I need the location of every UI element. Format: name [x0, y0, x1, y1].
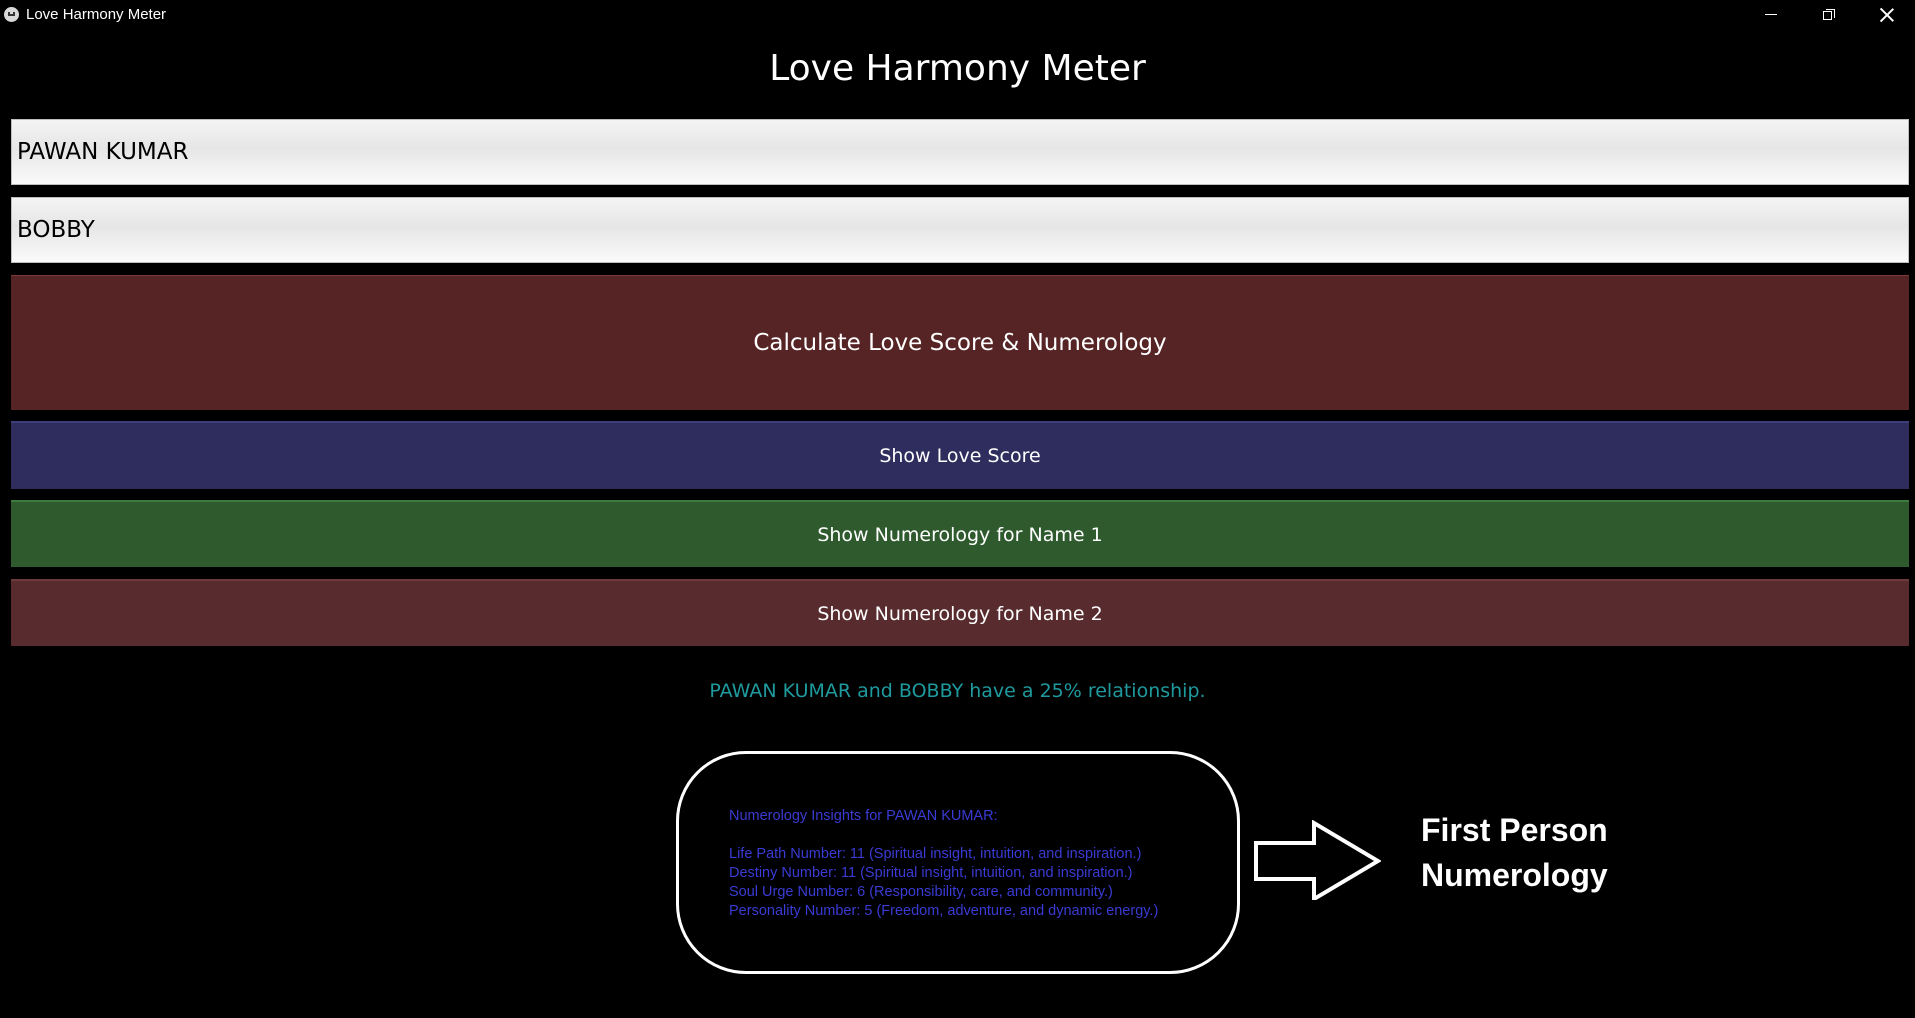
show-numerology-name2-button[interactable]: Show Numerology for Name 2 [11, 579, 1909, 646]
restore-button[interactable] [1800, 0, 1858, 29]
name2-input[interactable] [11, 197, 1909, 263]
minimize-icon [1765, 14, 1777, 15]
page-title: Love Harmony Meter [769, 48, 1146, 89]
annotation-label: First Person Numerology [1421, 808, 1608, 898]
close-icon [1880, 8, 1894, 22]
show-numerology-name2-label: Show Numerology for Name 2 [817, 602, 1103, 625]
minimize-button[interactable] [1742, 0, 1800, 29]
soul-urge-line: Soul Urge Number: 6 (Responsibility, car… [729, 884, 1113, 900]
love-score-result: PAWAN KUMAR and BOBBY have a 25% relatio… [709, 680, 1206, 702]
numerology-insight-highlight [676, 751, 1240, 974]
show-love-score-button[interactable]: Show Love Score [11, 421, 1909, 489]
annotation-line-1: First Person [1421, 812, 1608, 848]
close-button[interactable] [1858, 0, 1915, 29]
show-numerology-name1-button[interactable]: Show Numerology for Name 1 [11, 500, 1909, 567]
personality-line: Personality Number: 5 (Freedom, adventur… [729, 903, 1159, 919]
show-numerology-name1-label: Show Numerology for Name 1 [817, 523, 1103, 546]
restore-icon [1823, 8, 1835, 21]
life-path-line: Life Path Number: 11 (Spiritual insight,… [729, 846, 1142, 862]
app-logo-icon [4, 7, 19, 22]
numerology-insights: Numerology Insights for PAWAN KUMAR: Lif… [729, 807, 1158, 921]
show-love-score-label: Show Love Score [879, 445, 1041, 467]
destiny-line: Destiny Number: 11 (Spiritual insight, i… [729, 865, 1133, 881]
numerology-heading: Numerology Insights for PAWAN KUMAR: [729, 808, 998, 824]
window-title: Love Harmony Meter [26, 6, 167, 23]
annotation-line-2: Numerology [1421, 857, 1608, 893]
name1-input[interactable] [11, 119, 1909, 185]
right-arrow-icon [1254, 820, 1381, 900]
calculate-button-label: Calculate Love Score & Numerology [753, 330, 1167, 356]
calculate-button[interactable]: Calculate Love Score & Numerology [11, 275, 1909, 410]
title-bar: Love Harmony Meter [0, 0, 1915, 29]
